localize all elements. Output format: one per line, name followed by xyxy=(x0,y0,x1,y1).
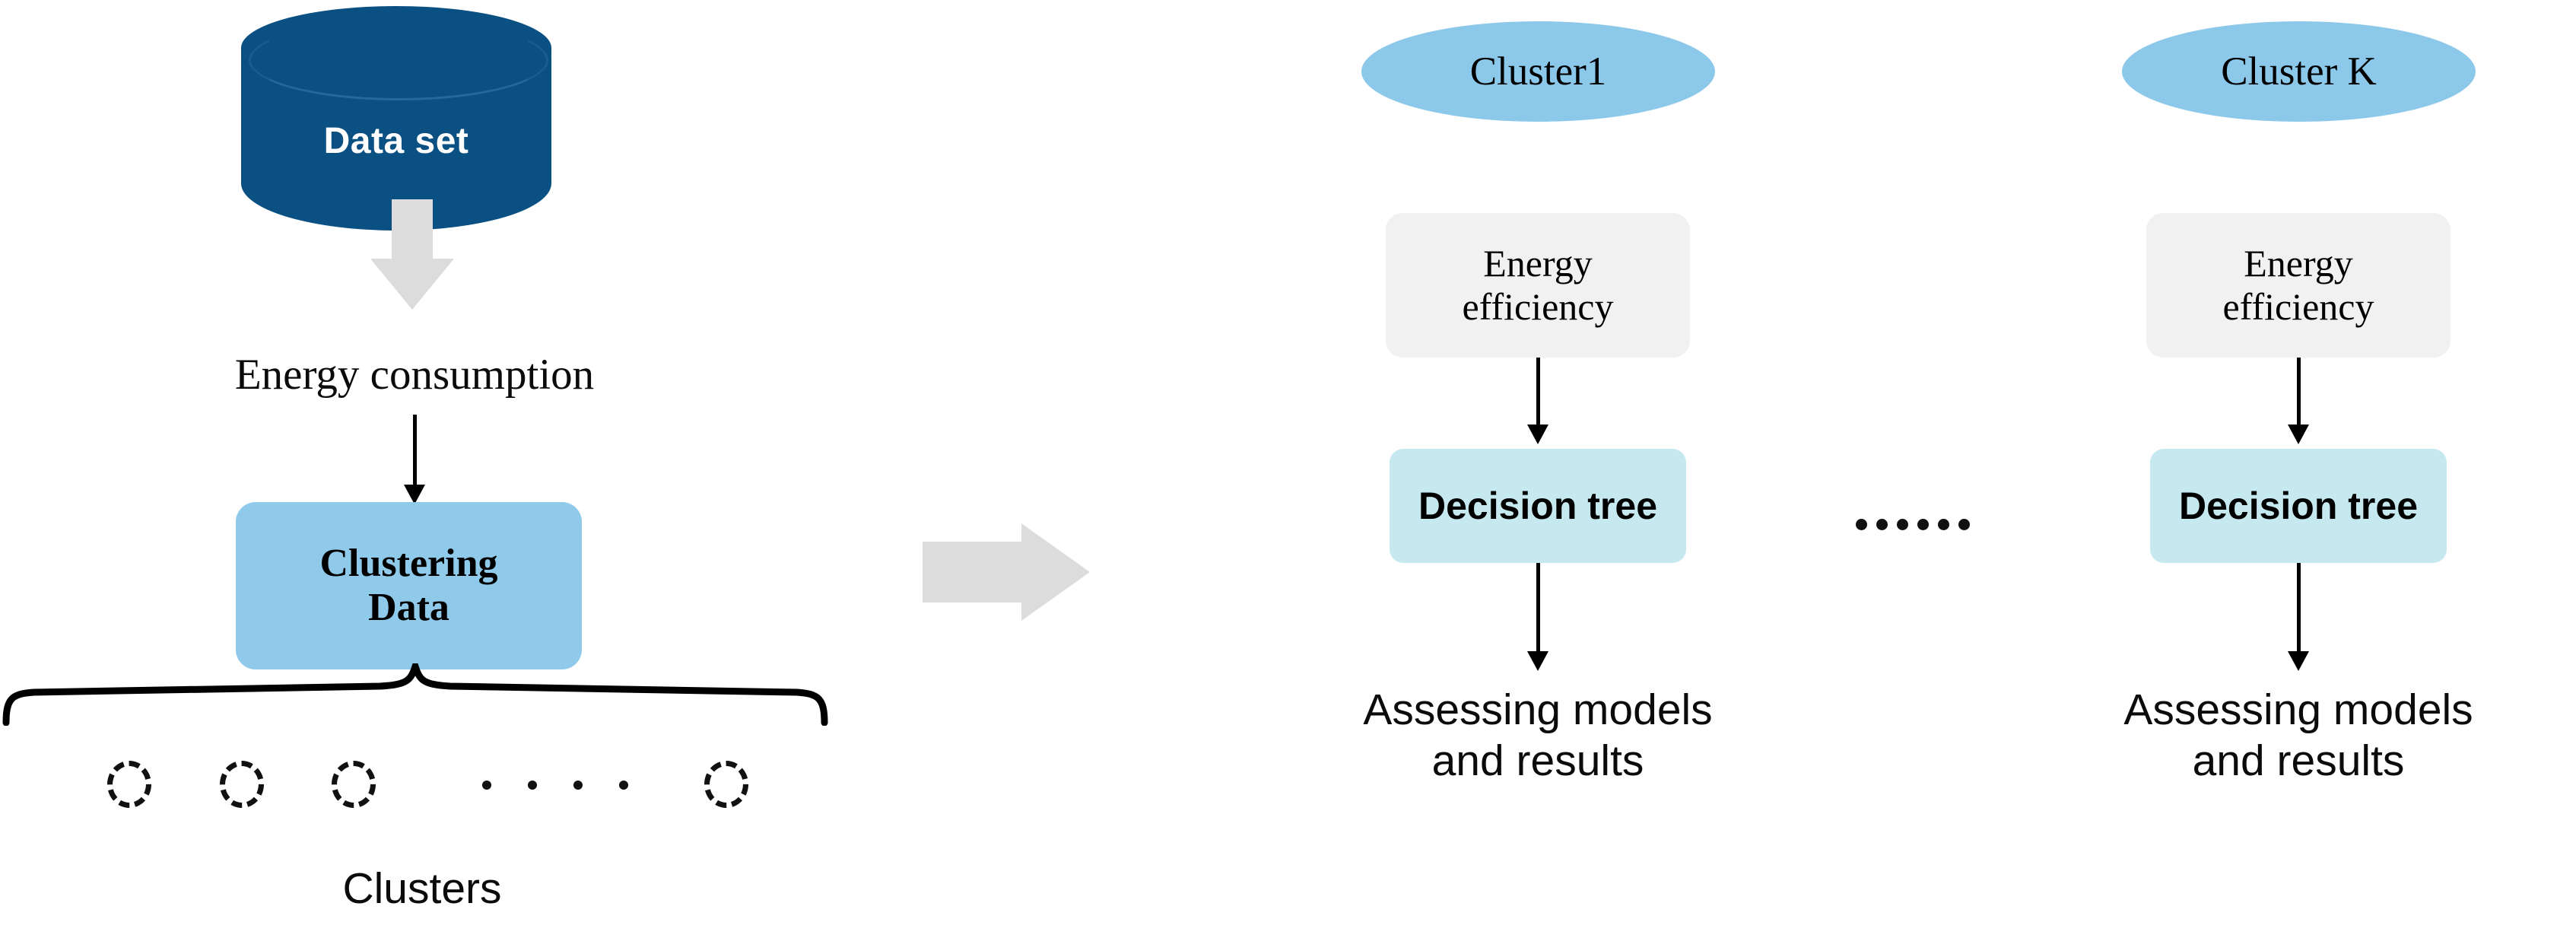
ellipsis-dot-icon xyxy=(1897,519,1908,530)
cluster-k-label: Cluster K xyxy=(2221,49,2377,94)
cluster-ellipsis-dot-icon xyxy=(619,781,628,790)
clustering-line-1: Clustering xyxy=(319,541,498,585)
assess-line-1: Assessing models xyxy=(1363,685,1713,734)
ellipsis-dot-icon xyxy=(1917,519,1929,530)
arrow-head xyxy=(404,485,425,504)
cluster-1-energy-efficiency-box[interactable]: Energy efficiency xyxy=(1386,213,1690,358)
clustering-data-box[interactable]: Clustering Data xyxy=(236,502,582,669)
cluster-k-decision-tree-box[interactable]: Decision tree xyxy=(2150,449,2447,563)
curly-brace-icon xyxy=(2,663,828,726)
clustering-line-2: Data xyxy=(368,586,449,629)
ellipsis-dot-icon xyxy=(1876,519,1888,530)
arrow-shaft xyxy=(392,199,433,266)
arrow-line xyxy=(1536,563,1540,654)
cluster-1-ellipse[interactable]: Cluster1 xyxy=(1361,21,1715,122)
cluster-k-decision-tree-label: Decision tree xyxy=(2178,485,2418,527)
cluster-k-assessing-models-text: Assessing models and results xyxy=(2063,685,2534,787)
arrow-head xyxy=(1527,424,1548,444)
cluster-column-1: Cluster1 Energy efficiency Decision tree… xyxy=(1272,0,1804,938)
ellipsis-dot-icon xyxy=(1958,519,1970,530)
arrow-consumption-to-clustering-icon xyxy=(388,415,441,506)
arrow-line xyxy=(1536,358,1540,428)
cluster-1-efficiency-text: Energy efficiency xyxy=(1463,242,1614,329)
cylinder-rim-icon xyxy=(249,20,548,100)
horizontal-ellipsis-icon xyxy=(1856,519,1970,537)
efficiency-line-1: Energy xyxy=(2244,241,2353,285)
fat-down-arrow-icon xyxy=(370,199,454,310)
clusters-row xyxy=(0,761,837,822)
dataset-label: Data set xyxy=(323,121,469,161)
arrow-line xyxy=(2296,358,2301,428)
cluster-1-decision-tree-box[interactable]: Decision tree xyxy=(1390,449,1686,563)
efficiency-line-2: efficiency xyxy=(1462,285,1614,328)
arrow-line xyxy=(2296,563,2301,654)
efficiency-line-1: Energy xyxy=(1483,241,1593,285)
arrow-head xyxy=(1527,651,1548,671)
cluster-1-label: Cluster1 xyxy=(1469,49,1607,94)
assess-line-1: Assessing models xyxy=(2123,685,2473,734)
cluster-1-assessing-models-text: Assessing models and results xyxy=(1302,685,1774,787)
arrow-head xyxy=(2288,424,2309,444)
cluster-ellipsis-dot-icon xyxy=(528,781,537,790)
cluster-k-efficiency-text: Energy efficiency xyxy=(2223,242,2374,329)
right-arrow-icon xyxy=(923,523,1090,621)
assess-line-2: and results xyxy=(1431,736,1644,786)
cluster-ellipsis-dot-icon xyxy=(573,781,583,790)
cluster-k-arrow-efficiency-to-tree-icon xyxy=(2257,358,2340,447)
cluster-k-arrow-tree-to-assess-icon xyxy=(2257,563,2340,676)
cluster-circle-icon xyxy=(704,761,748,808)
cluster-circle-icon xyxy=(332,761,376,808)
cluster-ellipsis-dot-icon xyxy=(482,781,491,790)
cluster-1-arrow-tree-to-assess-icon xyxy=(1496,563,1580,676)
ellipsis-dot-icon xyxy=(1938,519,1949,530)
cluster-column-k: Cluster K Energy efficiency Decision tre… xyxy=(2032,0,2565,938)
clusters-label: Clusters xyxy=(342,864,502,913)
clustering-data-text: Clustering Data xyxy=(320,542,498,630)
arrow-head xyxy=(370,259,454,310)
cluster-1-arrow-efficiency-to-tree-icon xyxy=(1496,358,1580,447)
arrow-head xyxy=(1021,523,1090,621)
cluster-circle-icon xyxy=(220,761,264,808)
energy-consumption-label: Energy consumption xyxy=(234,351,595,399)
cluster-k-ellipse[interactable]: Cluster K xyxy=(2122,21,2476,122)
ellipsis-dot-icon xyxy=(1856,519,1867,530)
arrow-shaft xyxy=(923,542,1024,603)
assess-line-2: and results xyxy=(2192,736,2405,786)
cluster-circle-icon xyxy=(107,761,151,808)
arrow-line xyxy=(412,415,417,488)
cluster-1-decision-tree-label: Decision tree xyxy=(1418,485,1657,527)
cluster-k-energy-efficiency-box[interactable]: Energy efficiency xyxy=(2146,213,2451,358)
efficiency-line-2: efficiency xyxy=(2222,285,2374,328)
arrow-head xyxy=(2288,651,2309,671)
